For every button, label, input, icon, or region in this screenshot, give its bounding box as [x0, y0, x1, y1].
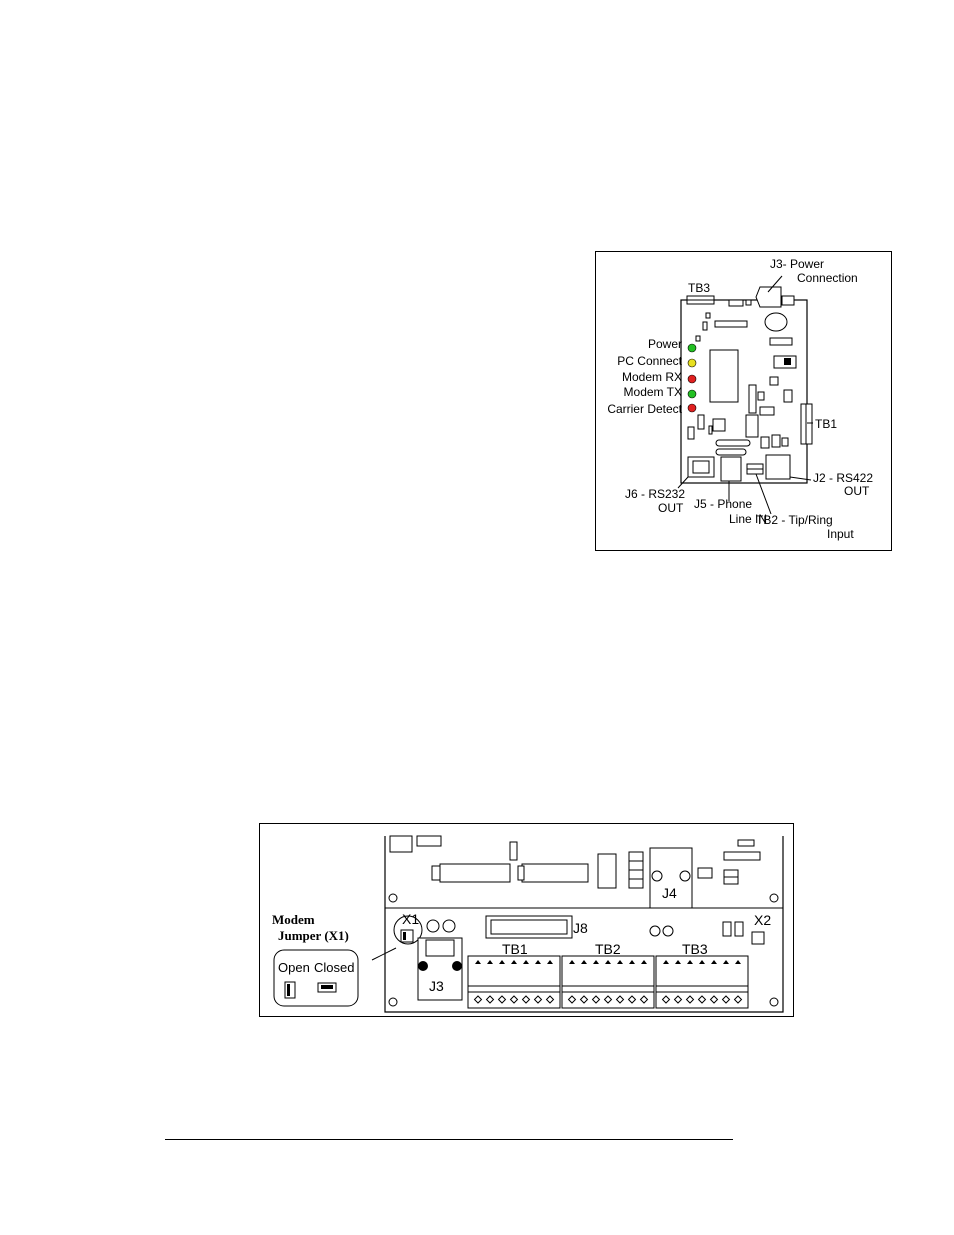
main-chip [709, 349, 739, 403]
terminal-pin [697, 995, 707, 1004]
j3-label: J3 [429, 978, 444, 994]
tb1-label: TB1 [815, 417, 837, 431]
terminal-pin [533, 995, 543, 1004]
x1-jumper [400, 929, 414, 943]
tb1-label: TB1 [502, 941, 528, 957]
terminal-pin [615, 995, 625, 1004]
terminal-screw [735, 960, 741, 964]
terminal-screw [487, 960, 493, 964]
pc-connect-label: PC Connect [617, 354, 682, 368]
j2-connector [765, 454, 791, 480]
terminal-screw [663, 960, 669, 964]
j5-connector [720, 456, 742, 482]
terminal-pin [721, 995, 731, 1004]
terminal-pin [591, 995, 601, 1004]
carrier-detect-label: Carrier Detect [607, 402, 682, 416]
terminal-screw [547, 960, 553, 964]
open-label: Open [278, 960, 310, 975]
terminal-screw [499, 960, 505, 964]
modem-rx-label: Modem RX [622, 370, 682, 384]
closed-label: Closed [314, 960, 354, 975]
terminal-pin [497, 995, 507, 1004]
modem-board-diagram: J3- Power Connection TB3 Power PC Connec… [595, 251, 892, 551]
terminal-screw [675, 960, 681, 964]
power-led [687, 343, 697, 353]
j5-label: J5 - Phone [694, 497, 752, 511]
jumper-board-svg: Modem Jumper (X1) Open Closed X1 X2 J8 J… [272, 835, 784, 1013]
j8-label: J8 [573, 920, 588, 936]
tb3-label: TB3 [688, 281, 710, 295]
terminal-screw [535, 960, 541, 964]
terminal-pin [661, 995, 671, 1004]
j6-label: J6 - RS232 [625, 487, 685, 501]
modem-rx-led [687, 374, 697, 384]
terminal-screw [641, 960, 647, 964]
terminal-pin [509, 995, 519, 1004]
j2-label: J2 - RS422 [813, 471, 873, 485]
j4-label: J4 [662, 885, 677, 901]
tb2-label: TB2 [595, 941, 621, 957]
j3-label: J3- Power [770, 257, 824, 271]
x1-label: X1 [402, 911, 419, 927]
terminal-pin [639, 995, 649, 1004]
terminal-screw [475, 960, 481, 964]
terminal-screw [699, 960, 705, 964]
tb3-label: TB3 [682, 941, 708, 957]
footer-rule [165, 1139, 733, 1140]
terminal-screw [593, 960, 599, 964]
terminal-screw [629, 960, 635, 964]
terminal-pin [603, 995, 613, 1004]
j3-label-line2: Connection [797, 271, 858, 285]
terminal-screw [511, 960, 517, 964]
terminal-pin [733, 995, 743, 1004]
modem-board-svg: J3- Power Connection TB3 Power PC Connec… [607, 257, 873, 541]
terminal-pin [627, 995, 637, 1004]
terminal-pin [545, 995, 555, 1004]
j5-label-line2: Line IN [729, 512, 767, 526]
terminal-pin [685, 995, 695, 1004]
jumper-title-line2: Jumper (X1) [278, 928, 349, 943]
terminal-pin [473, 995, 483, 1004]
tb2-label-line2: Input [827, 527, 854, 541]
terminal-screw [581, 960, 587, 964]
board-outline [384, 836, 784, 1013]
power-label: Power [648, 337, 682, 351]
terminal-pin [579, 995, 589, 1004]
terminal-screw [617, 960, 623, 964]
jumper-title: Modem [272, 912, 315, 927]
terminal-screw [569, 960, 575, 964]
terminal-pin [521, 995, 531, 1004]
pc-connect-led [687, 358, 697, 368]
modem-jumper-diagram: Modem Jumper (X1) Open Closed X1 X2 J8 J… [259, 823, 794, 1017]
modem-tx-led [687, 389, 697, 399]
terminal-screw [523, 960, 529, 964]
carrier-detect-led [687, 403, 697, 413]
terminal-screw [687, 960, 693, 964]
tb2-label: TB2 - Tip/Ring [756, 513, 833, 527]
terminal-screw [723, 960, 729, 964]
terminal-pin [485, 995, 495, 1004]
terminal-screw [711, 960, 717, 964]
j6-label-line2: OUT [658, 501, 684, 515]
terminal-pin [709, 995, 719, 1004]
modem-tx-label: Modem TX [624, 385, 682, 399]
terminal-screw [605, 960, 611, 964]
x2-jumper [751, 931, 765, 945]
terminal-pin [673, 995, 683, 1004]
j2-label-line2: OUT [844, 484, 870, 498]
x2-label: X2 [754, 912, 771, 928]
terminal-pin [567, 995, 577, 1004]
j3-connector [755, 286, 782, 308]
